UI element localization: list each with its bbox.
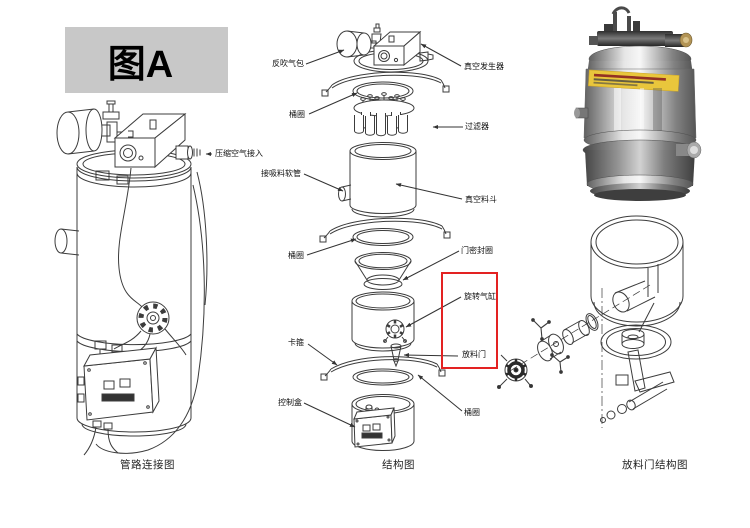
part-label-discharge-door: 放料门 bbox=[462, 350, 486, 359]
caption-door-structure-diagram: 放料门结构图 bbox=[622, 460, 688, 471]
part-label-clamp: 卡箍 bbox=[288, 338, 304, 347]
part-label-filter: 过滤器 bbox=[465, 122, 489, 131]
highlight-box bbox=[441, 272, 498, 369]
exploded-view-art bbox=[303, 23, 463, 451]
part-label-barrel-ring-2: 桶圈 bbox=[288, 251, 304, 260]
part-label-barrel-ring-3: 桶圈 bbox=[464, 408, 480, 417]
door-structure-art bbox=[497, 215, 684, 428]
figure-badge-label: 图A bbox=[107, 43, 174, 86]
caption-structure-diagram: 结构图 bbox=[382, 460, 415, 471]
part-label-rotary-cylinder: 旋转气缸 bbox=[464, 292, 496, 301]
part-label-suction-hose: 接吸料软管 bbox=[261, 169, 301, 178]
part-label-control-box: 控制盒 bbox=[278, 398, 302, 407]
part-label-vacuum-generator: 真空发生器 bbox=[464, 62, 504, 71]
part-label-vacuum-hopper: 真空料斗 bbox=[465, 195, 497, 204]
part-label-door-seal-ring: 门密封圈 bbox=[461, 246, 493, 255]
pipeline-diagram-art bbox=[54, 100, 212, 456]
part-label-blowback-bag: 反吹气包 bbox=[272, 59, 304, 68]
product-photo bbox=[574, 6, 702, 201]
caption-pipeline-diagram: 管路连接图 bbox=[120, 460, 175, 471]
figure-badge: 图A bbox=[65, 27, 228, 93]
part-label-barrel-ring-1: 桶圈 bbox=[289, 110, 305, 119]
part-label-compressed-air: 压缩空气接入 bbox=[215, 149, 263, 158]
